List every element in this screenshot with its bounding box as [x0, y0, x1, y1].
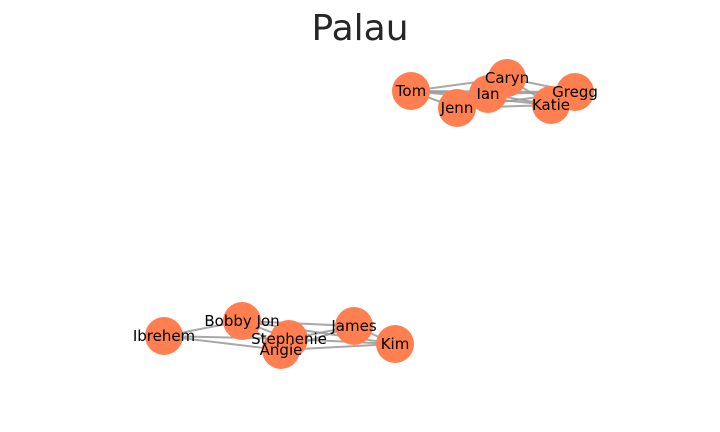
- node-kim: [376, 325, 414, 363]
- node-label-katie: Katie: [532, 96, 570, 114]
- node-tom: [392, 72, 430, 110]
- node-label-tom: Tom: [395, 82, 426, 100]
- node-label-bobby-jon: Bobby Jon: [204, 312, 279, 330]
- edge-ibrehem-angie: [163, 335, 282, 351]
- node-angie: [262, 331, 300, 369]
- chart-title: Palau: [311, 8, 409, 49]
- node-jenn: [438, 89, 476, 127]
- edge-layer: [163, 77, 576, 351]
- node-label-ian: Ian: [476, 85, 499, 103]
- node-label-jenn: Jenn: [440, 99, 474, 117]
- node-label-kim: Kim: [381, 335, 410, 353]
- node-label-ibrehem: Ibrehem: [133, 327, 195, 345]
- node-ibrehem: [145, 317, 183, 355]
- node-label-stephenie: Stephenie: [251, 330, 327, 348]
- node-label-gregg: Gregg: [552, 83, 598, 101]
- node-label-caryn: Caryn: [485, 69, 529, 87]
- node-layer: [145, 59, 594, 369]
- node-james: [335, 307, 373, 345]
- node-caryn: [488, 59, 526, 97]
- node-label-angie: Angie: [260, 341, 303, 359]
- node-gregg: [556, 73, 594, 111]
- node-bobby-jon: [223, 302, 261, 340]
- node-label-james: James: [330, 317, 376, 335]
